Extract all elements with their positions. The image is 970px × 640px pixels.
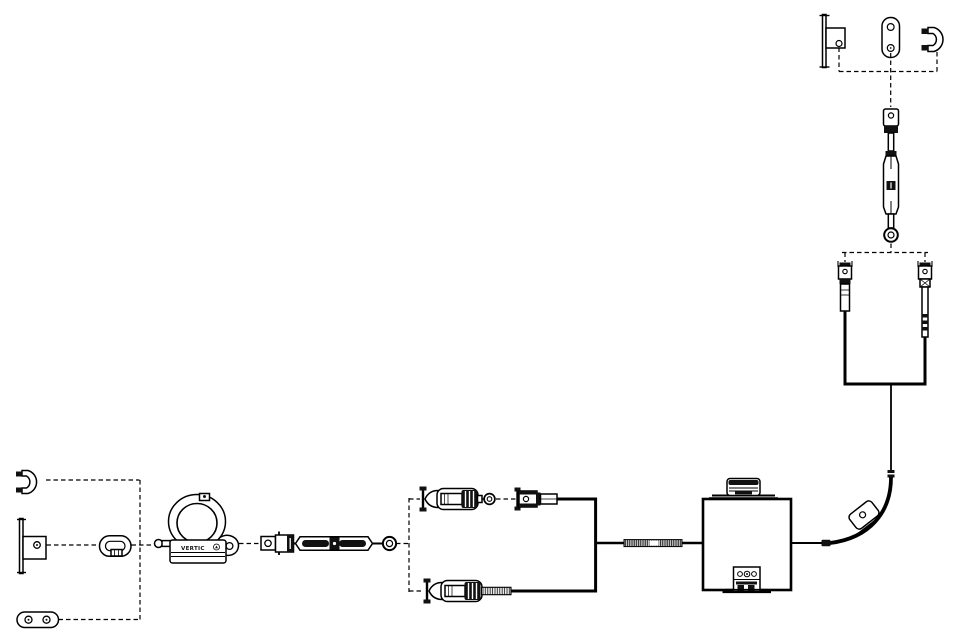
link-plate-icon <box>16 611 60 629</box>
cable-assembly <box>837 261 933 386</box>
fork-terminal-icon <box>837 261 853 384</box>
left-anchor-group <box>16 469 154 629</box>
splice-ferrule-gap <box>649 540 659 546</box>
quick-link-icon <box>98 535 132 558</box>
brand-logo-icon <box>213 543 220 551</box>
ferrule-icon <box>821 539 831 547</box>
top-anchor-group <box>819 13 944 107</box>
absorber-box <box>701 477 793 594</box>
assembly-dashed-links <box>838 47 938 107</box>
cable-assembly-dashed-links <box>842 243 928 262</box>
shock-absorber-bottom-icon <box>423 578 597 604</box>
link-plate-icon <box>881 16 901 59</box>
anchor-ring-device: VERTIC <box>153 492 240 564</box>
assembly-dashed-links <box>46 479 154 621</box>
intermediate-anchor-plate <box>848 500 881 535</box>
tension-indicator-icon <box>722 566 771 594</box>
ferrule-icon <box>887 474 895 478</box>
turnbuckle-horizontal <box>239 531 409 555</box>
d-shackle-icon <box>16 469 38 495</box>
cable-clamp-icon <box>709 477 778 500</box>
shock-absorber-top-icon <box>419 486 485 512</box>
group-dashed-border <box>408 498 422 592</box>
wall-bracket-icon <box>819 13 846 69</box>
threaded-stud-icon <box>480 586 512 596</box>
fork-sleeve-terminal-icon <box>514 487 597 511</box>
threaded-stud-terminal-icon <box>917 261 933 384</box>
ferrule-icon <box>887 470 895 473</box>
drop-cable <box>791 385 895 547</box>
brand-label: VERTIC <box>181 546 205 552</box>
turnbuckle-vertical <box>882 108 900 243</box>
splice-cable <box>596 539 703 548</box>
d-shackle-icon <box>921 26 944 53</box>
tensioner-box <box>408 486 598 604</box>
eye-link-icon <box>483 492 496 506</box>
wall-bracket-icon <box>17 517 47 575</box>
